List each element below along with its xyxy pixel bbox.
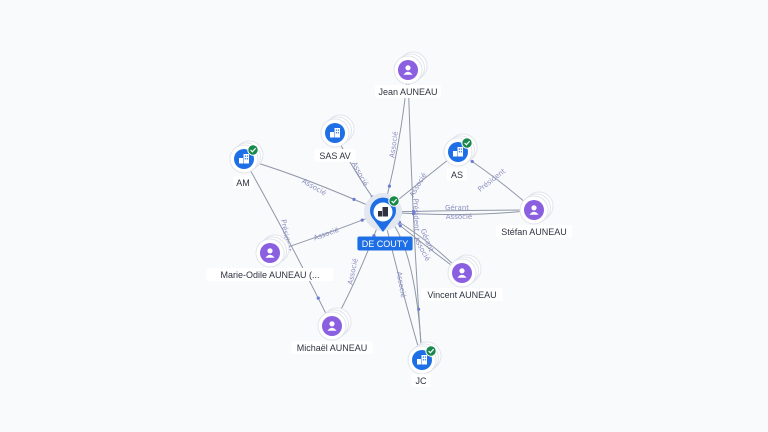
node-label-box [314, 149, 356, 162]
building-icon [417, 355, 427, 365]
center-label-box [357, 236, 413, 251]
edge-label: Associé [446, 213, 472, 221]
edge-label: Associé [350, 160, 369, 187]
edge-arrow-icon [352, 197, 356, 201]
edge-label: Associé [395, 271, 407, 298]
node-michael[interactable]: Michaël AUNEAU [291, 307, 373, 354]
edge-line [382, 209, 535, 216]
edge-label: Associé [346, 258, 359, 286]
node-marie[interactable]: Marie-Odile AUNEAU (... [206, 234, 334, 281]
edge-arrow-icon [398, 224, 402, 228]
check-badge-icon [247, 144, 259, 156]
edge-label: Associé [313, 226, 341, 243]
node-label-box [374, 85, 442, 98]
edge-stefan-center: Gérant [382, 204, 535, 213]
edge-arrow-icon [316, 296, 320, 300]
node-as[interactable]: AS [443, 133, 478, 181]
user-icon [457, 268, 467, 278]
node-label-box [446, 168, 468, 181]
edge-arrow-icon [360, 218, 364, 222]
building-icon [330, 128, 340, 138]
node-am[interactable]: AM [229, 140, 264, 189]
node-label-box [495, 225, 573, 238]
node-label: Vincent AUNEAU [427, 290, 496, 300]
edge-label: Président [476, 167, 507, 194]
user-icon [327, 321, 337, 331]
node-label-box [232, 176, 254, 189]
node-label: Jean AUNEAU [378, 87, 437, 97]
node-stefan[interactable]: Stéfan AUNEAU [495, 191, 573, 238]
node-label-box [421, 288, 503, 301]
node-label: AM [236, 178, 250, 188]
node-label: AS [451, 170, 463, 180]
node-sasav[interactable]: SAS AV [314, 114, 356, 162]
edge-line [382, 209, 535, 213]
edge-am-michael: Président [243, 158, 333, 327]
edge-label: Président [411, 198, 420, 231]
node-jc[interactable]: JC [407, 341, 442, 387]
node-label: JC [416, 376, 428, 386]
edge-arrow-icon [411, 212, 416, 216]
edge-stefan-center: Associé [382, 209, 535, 221]
edge-label: Associé [301, 177, 328, 197]
building-icon [239, 154, 249, 164]
node-vincent[interactable]: Vincent AUNEAU [421, 254, 503, 301]
node-label-box [206, 268, 334, 281]
node-label: Stéfan AUNEAU [501, 227, 567, 237]
user-icon [403, 65, 413, 75]
nodes-layer: Jean AUNEAU SAS AV AS AM Stéfan AUNEAU Marie-… [206, 51, 573, 387]
building-icon [378, 207, 388, 217]
check-badge-icon [425, 345, 437, 357]
edge-arrow-icon [387, 184, 392, 188]
node-jean[interactable]: Jean AUNEAU [374, 51, 442, 98]
building-icon [453, 147, 463, 157]
node-label-box [291, 341, 373, 354]
node-center[interactable]: DE COUTY [357, 193, 413, 251]
node-label: Marie-Odile AUNEAU (... [220, 270, 319, 280]
edge-label: Associé [388, 131, 400, 158]
check-badge-icon [461, 137, 473, 149]
node-label: SAS AV [319, 151, 350, 161]
check-badge-icon [388, 195, 400, 207]
user-icon [529, 205, 539, 215]
edge-label: Gérant [445, 204, 469, 212]
edge-arrow-icon [411, 209, 416, 213]
node-label: Michaël AUNEAU [297, 343, 368, 353]
node-label-box [410, 374, 432, 387]
edge-arrow-icon [470, 159, 474, 164]
center-label: DE COUTY [362, 239, 409, 249]
user-icon [265, 248, 275, 258]
